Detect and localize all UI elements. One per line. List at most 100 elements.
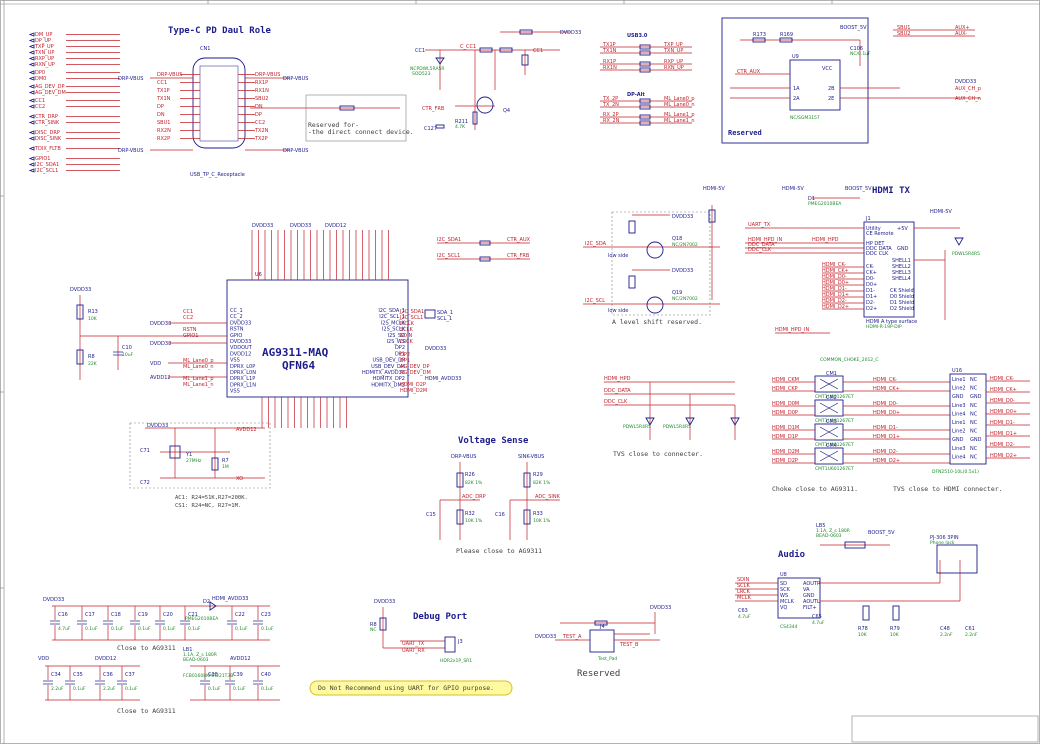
tvs-pin-right: NC: [970, 420, 978, 426]
tvs-pin-right: GND: [970, 394, 982, 400]
svg-text:1.1A, Z_s 180R: 1.1A, Z_s 180R: [183, 652, 217, 658]
tvs-out-net: HDMI_D2+: [990, 453, 1017, 459]
svg-text:LB5: LB5: [816, 523, 825, 529]
test-pad-section: J4 Test_Pad DVDD33 DVDD33 TEST_A TEST_B …: [535, 605, 671, 679]
cn1-name: USB_TP_C_Receptacle: [190, 172, 245, 178]
usb3-right-net: RXP_UP: [664, 59, 683, 65]
offsheet-arrow-icon: [28, 84, 35, 89]
choke-in-net: HDMI_D1M: [772, 425, 799, 431]
left-dvdd33-2: DVDD33: [150, 341, 171, 347]
choke-in-net: HDMI_CKM: [772, 377, 799, 383]
decap-ref: C35: [73, 672, 83, 678]
choke-in-net: HDMI_CKP: [772, 386, 798, 392]
svg-text:WS: WS: [780, 593, 788, 599]
choke-part: CMT1U601267ET: [815, 466, 854, 472]
tvs-pin-left: Line4: [952, 411, 966, 417]
chip-right-pin: DP1: [395, 351, 405, 357]
svg-text:BEAD-0603: BEAD-0603: [816, 533, 842, 539]
usb3-right-net: ML_Lane1_p: [664, 112, 695, 118]
offsheet-arrow-icon: [28, 104, 35, 109]
choke-in-net: HDMI_D0M: [772, 401, 799, 407]
tvs-pin-left: Line3: [952, 446, 966, 452]
r-direct: [339, 105, 355, 111]
svg-text:1.1A, Z_s 180R: 1.1A, Z_s 180R: [816, 528, 850, 534]
choke-label: COMMON_CHOKE_2012_C: [820, 357, 879, 363]
series-resistor: [639, 67, 651, 73]
svg-text:SCL_1: SCL_1: [437, 316, 452, 322]
series-resistor: [639, 61, 651, 67]
chip-left-pin: VDDOUT: [230, 345, 253, 351]
tvs-pin-left: Line1: [952, 377, 966, 383]
svg-text:10K: 10K: [858, 632, 868, 638]
series-resistor: [639, 114, 651, 120]
choke-block: [814, 423, 844, 441]
ag9311-chip: AG9311-MAQ QFN64 U6 CC_1CC_2DVDD33RSTNGP…: [226, 230, 409, 428]
svg-text:LRCK: LRCK: [737, 589, 751, 595]
decap-ref: C21: [188, 612, 198, 618]
svg-text:DP1: DP1: [400, 358, 410, 364]
usb3-left-net: TX1N: [602, 48, 617, 54]
svg-text:SCK: SCK: [780, 587, 791, 593]
tvs-array-ref: U16: [952, 368, 962, 374]
svg-text:22K: 22K: [88, 361, 98, 367]
chip-left-pin: CC_2: [230, 314, 243, 320]
hdmi-out-net: HDMI_D2-: [822, 298, 847, 304]
tvs-pin-right: NC: [970, 377, 978, 383]
usb3-right-net: RXN_UP: [664, 65, 684, 71]
svg-text:D1+: D1+: [866, 294, 877, 300]
note-close-2: Close to AG9311: [117, 707, 176, 715]
cn1-left-net: RX2P: [157, 136, 170, 142]
dprx-labels: ML_Lane0_p ML_Lane0_n ML_Lane1_p ML_Lane…: [183, 309, 214, 388]
decap-ref: C19: [138, 612, 148, 618]
svg-text:+5V: +5V: [897, 226, 908, 232]
choke-out-net: HDMI_D0+: [873, 410, 900, 416]
offsheet-arrow-icon: [28, 120, 35, 125]
svg-text:4.7uF: 4.7uF: [738, 614, 751, 620]
uart-warning-highlight: [309, 680, 513, 696]
tvs-pin-left: GND: [952, 437, 964, 443]
decap-value: 0.1uF: [261, 626, 274, 632]
offsheet-arrow-icon: [28, 76, 35, 81]
left-netlabel: DP_UP: [35, 38, 51, 44]
svg-text:SDIN: SDIN: [737, 577, 749, 583]
choke-block: [814, 399, 844, 417]
hdmi-tx-section: J1 HDMI A type surface HDMI-R-19P-DIP Ut…: [745, 186, 980, 334]
aux-netlabels: SBU1 SBU2 AUX+ AUX- AUX_CH_p AUX_CH_n DV…: [893, 25, 981, 102]
decap-value: 2.2uF: [103, 686, 116, 692]
audio-ic-body: [777, 577, 821, 619]
svg-text:D2 Shield: D2 Shield: [890, 306, 914, 312]
chip-right-pin: I2S_WS: [387, 339, 405, 345]
svg-text:CTR_AUX: CTR_AUX: [507, 237, 531, 243]
svg-text:C10: C10: [122, 345, 132, 351]
svg-text:FCB01608KMR221T3B: FCB01608KMR221T3B: [183, 673, 233, 679]
svg-text:XO: XO: [236, 476, 243, 482]
svg-text:2A: 2A: [793, 96, 800, 102]
svg-text:DP2: DP2: [400, 352, 410, 358]
svg-text:RSTN: RSTN: [183, 327, 197, 333]
chip-left-pin: DPRX_L0P: [230, 364, 255, 370]
left-netlabel: DM0: [35, 76, 46, 82]
audio-boost-5v: BOOST_5V: [868, 530, 895, 536]
tvs-out-net: HDMI_D1+: [990, 431, 1017, 437]
audio-ic-part: CS4344: [780, 624, 798, 630]
svg-text:10K: 10K: [88, 316, 98, 322]
chip-right-pin: HDMITX_AVDD33: [362, 370, 405, 376]
svg-text:AUX-: AUX-: [955, 31, 967, 37]
low-side-1: low side: [608, 253, 628, 259]
boost-5v-label: BOOST_5V: [840, 25, 867, 31]
audio-ic-ref: U8: [780, 572, 787, 578]
offsheet-arrow-icon: [28, 136, 35, 141]
svg-text:R8: R8: [370, 622, 377, 628]
offsheet-arrow-icon: [28, 38, 35, 43]
offsheet-arrow-icon: [28, 70, 35, 75]
svg-text:R169: R169: [780, 32, 793, 38]
svg-text:CK-: CK-: [866, 264, 874, 270]
svg-text:LRCK: LRCK: [400, 339, 414, 345]
decap-value: 0.1uF: [111, 626, 124, 632]
svg-text:4.7K: 4.7K: [455, 124, 466, 130]
tvs-pin-right: NC: [970, 403, 978, 409]
chip-left-pin: DPRX_L1P: [230, 376, 255, 382]
crystal-ref: Y1: [185, 452, 192, 458]
svg-text:R79: R79: [890, 626, 900, 632]
cn1-right-net: DRP-VBUS: [255, 72, 280, 78]
